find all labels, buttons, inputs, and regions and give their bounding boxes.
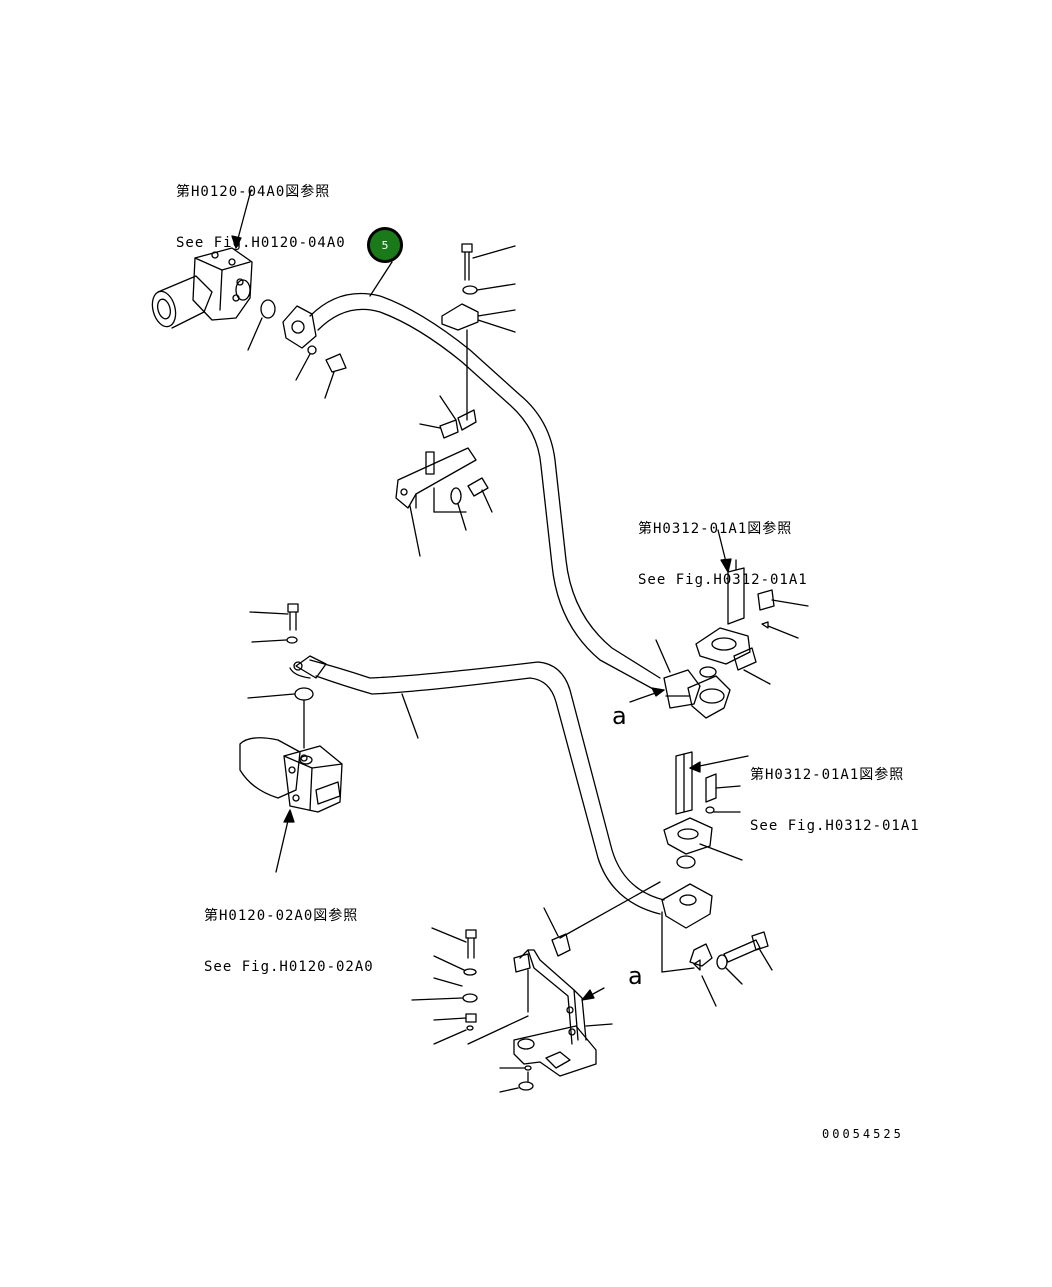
upper-pump <box>151 247 253 329</box>
bottom-bracket <box>411 881 661 1093</box>
reference-en-1: See Fig.H0120-04A0 <box>176 235 346 251</box>
reference-en-4: See Fig.H0120-02A0 <box>204 959 374 975</box>
reference-jp-1: 第H0120-04A0図参照 <box>176 184 331 200</box>
reference-en-3: See Fig.H0312-01A1 <box>750 818 920 834</box>
o-ring-upper <box>260 299 276 319</box>
reference-en-2: See Fig.H0312-01A1 <box>638 572 808 588</box>
reference-note-3: 第H0312-01A1図参照 See Fig.H0312-01A1 <box>750 733 920 869</box>
lower-left-bolts <box>247 603 314 749</box>
upper-clamp-stack <box>395 243 516 557</box>
reference-jp-4: 第H0120-02A0図参照 <box>204 908 359 924</box>
lower-tube-leader <box>401 693 419 739</box>
reference-jp-3: 第H0312-01A1図参照 <box>750 767 905 783</box>
upper-flange <box>282 305 347 399</box>
reference-jp-2: 第H0312-01A1図参照 <box>638 521 793 537</box>
view-marker-a-1: a <box>612 702 627 730</box>
right-upper-fitting <box>655 529 809 719</box>
lower-pump <box>239 737 343 813</box>
reference-note-1: 第H0120-04A0図参照 See Fig.H0120-04A0 <box>176 150 346 286</box>
upper-tube <box>309 292 661 691</box>
figure-number: 00054525 <box>822 1127 904 1141</box>
view-marker-a-2: a <box>628 962 643 990</box>
lower-tube <box>289 655 665 915</box>
reference-note-4: 第H0120-02A0図参照 See Fig.H0120-02A0 <box>204 874 374 1010</box>
reference-note-2: 第H0312-01A1図参照 See Fig.H0312-01A1 <box>638 487 808 623</box>
part-callout-5[interactable]: 5 <box>367 227 403 263</box>
ref-arrow-1 <box>235 189 252 247</box>
right-lower-fitting <box>661 751 749 973</box>
callout-leader <box>369 261 393 297</box>
lower-right-bolt <box>689 931 773 1007</box>
